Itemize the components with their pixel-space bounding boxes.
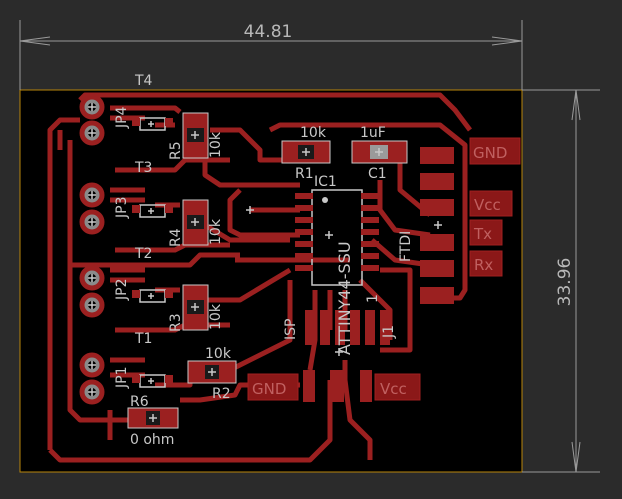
value-c1: 1uF — [360, 125, 386, 141]
value-r6: 0 ohm — [130, 432, 174, 448]
isp-header-pads[interactable] — [305, 310, 390, 345]
label-isp: ISP — [283, 319, 299, 340]
label-r5: R5 — [168, 141, 184, 160]
label-jp1: JP1 — [114, 367, 130, 389]
label-ftdi: FTDI — [398, 231, 414, 262]
label-jp3: JP3 — [114, 197, 130, 219]
label-r4: R4 — [168, 228, 184, 247]
net-tx[interactable]: Tx — [473, 225, 492, 243]
value-r5: 10k — [208, 131, 224, 158]
net-gnd-top[interactable]: GND — [473, 144, 507, 162]
transistor-pads[interactable] — [132, 118, 173, 383]
label-ic1: IC1 — [314, 174, 337, 190]
origin-crosses — [88, 103, 442, 422]
net-label-boxes[interactable] — [247, 137, 521, 401]
net-rx[interactable]: Rx — [474, 256, 493, 274]
value-r3: 10k — [208, 303, 224, 330]
net-gnd-bottom[interactable]: GND — [252, 380, 286, 398]
width-dimension: 44.81 — [244, 22, 293, 42]
dimension-lines — [19, 20, 600, 473]
value-r1: 10k — [300, 125, 327, 141]
label-t2: T2 — [134, 246, 152, 262]
value-r4: 10k — [208, 218, 224, 245]
label-t4: T4 — [134, 73, 153, 89]
label-r6: R6 — [130, 394, 149, 410]
label-r3: R3 — [168, 313, 184, 332]
height-dimension: 33.96 — [555, 258, 575, 307]
j1-power-pads[interactable] — [303, 370, 372, 402]
label-j1: J1 — [381, 325, 397, 339]
value-r2: 10k — [205, 346, 232, 362]
label-r2: R2 — [212, 386, 231, 402]
net-vcc-top[interactable]: Vcc — [474, 196, 501, 214]
label-chip: ATTINY44-SSU — [335, 241, 354, 355]
label-jp4: JP4 — [114, 106, 130, 129]
label-c1: C1 — [368, 166, 387, 182]
ic1-chip[interactable] — [311, 189, 363, 286]
ftdi-pads[interactable] — [420, 147, 454, 304]
label-t1: T1 — [134, 331, 152, 347]
net-vcc-bottom[interactable]: Vcc — [380, 380, 407, 398]
ic1-pins[interactable] — [295, 193, 379, 271]
label-r1: R1 — [295, 166, 314, 182]
label-t3: T3 — [134, 160, 152, 176]
label-pin1: 1 — [365, 294, 381, 303]
label-jp2: JP2 — [114, 279, 130, 301]
